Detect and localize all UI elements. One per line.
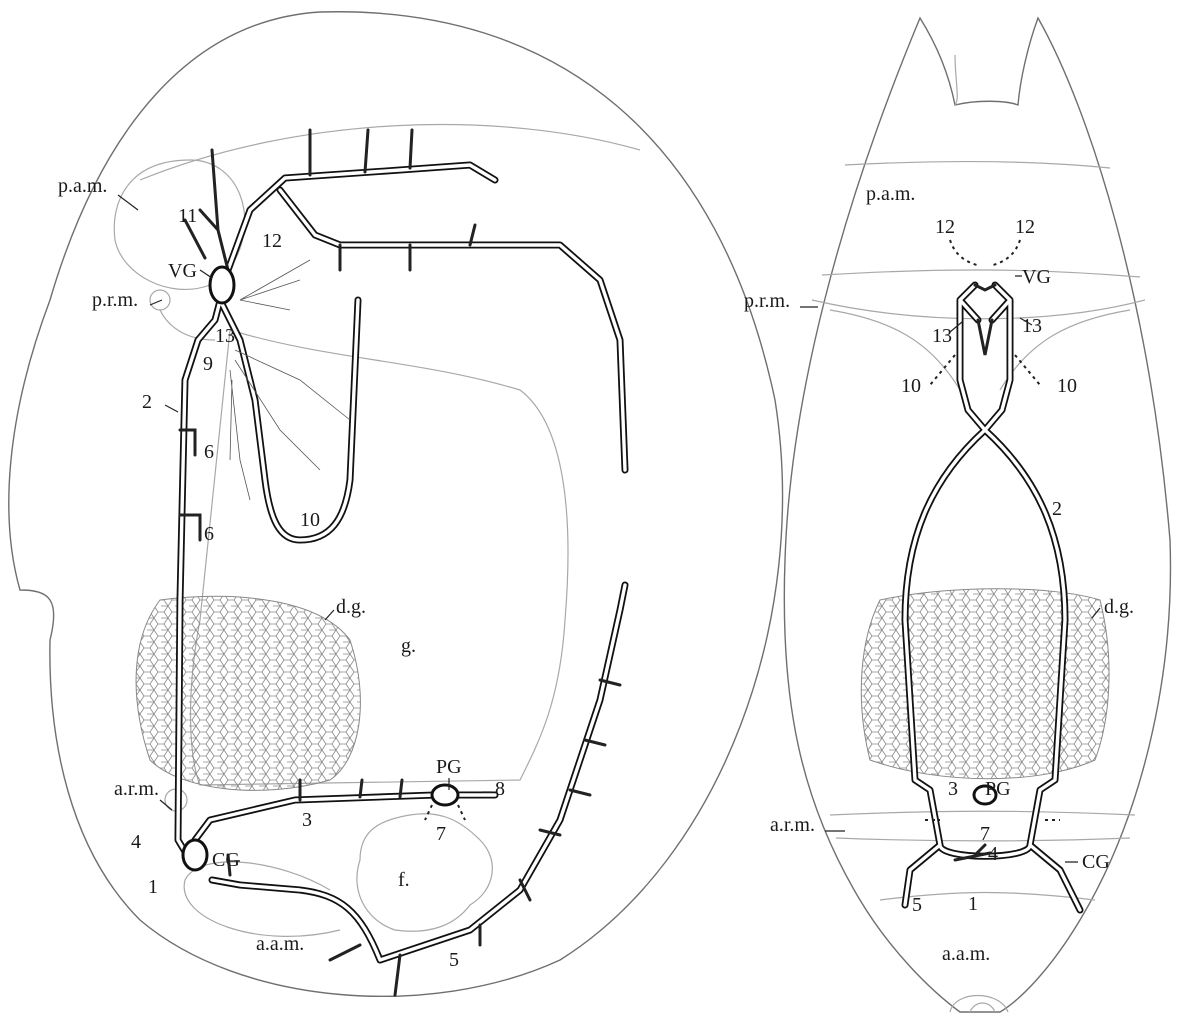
left-side-branches: [180, 130, 620, 995]
left-fat-body: [357, 814, 492, 932]
left-aam-muscle: [184, 862, 340, 936]
right-label-12a: 12: [935, 216, 955, 238]
left-label-11: 11: [178, 205, 197, 227]
right-label-13a: 13: [932, 325, 952, 347]
right-label-2: 2: [1052, 498, 1062, 520]
right-body-outline: [784, 18, 1170, 1012]
left-cerebral-ganglion: [183, 840, 207, 870]
left-label-5: 5: [449, 949, 459, 971]
left-body-outline: [9, 12, 783, 997]
left-label-prm: p.r.m.: [92, 289, 138, 311]
left-label-12: 12: [262, 230, 282, 252]
right-label-dg: d.g.: [1104, 596, 1134, 618]
right-tail: [950, 996, 1008, 1013]
right-segment-line-1: [955, 55, 957, 105]
left-label-13: 13: [215, 325, 235, 347]
right-label-pam: p.a.m.: [866, 183, 915, 205]
left-figure: p.a.m. 11 12 VG p.r.m. 13 9 2 6 6 10 d.g…: [9, 12, 783, 997]
right-segment-line-2: [845, 162, 1110, 168]
left-label-8: 8: [495, 778, 505, 800]
left-labels: p.a.m. 11 12 VG p.r.m. 13 9 2 6 6 10 d.g…: [58, 175, 505, 971]
right-label-10b: 10: [1057, 375, 1077, 397]
left-label-6a: 6: [204, 441, 214, 463]
left-dashes-7: [425, 805, 465, 820]
right-label-10a: 10: [901, 375, 921, 397]
right-label-1: 1: [968, 893, 978, 915]
right-label-vg: VG: [1022, 266, 1051, 288]
right-label-12b: 12: [1015, 216, 1035, 238]
left-nerve-trunk: [178, 165, 625, 960]
left-prm-muscle: [150, 290, 170, 310]
left-dorsal-gland: [136, 596, 360, 790]
right-dashed-12: [950, 240, 1020, 266]
left-fine-nerves: [230, 260, 350, 500]
right-label-cg: CG: [1082, 851, 1110, 873]
right-segment-line-5: [830, 811, 1135, 815]
right-segment-line-3: [822, 270, 1140, 277]
right-label-5: 5: [912, 894, 922, 916]
left-label-6b: 6: [204, 523, 214, 545]
left-label-7: 7: [436, 823, 446, 845]
left-label-cg: CG: [212, 849, 240, 871]
left-label-pg: PG: [436, 756, 462, 778]
right-dorsal-gland: [861, 589, 1109, 779]
left-label-2: 2: [142, 391, 152, 413]
right-label-3: 3: [948, 778, 958, 800]
left-ventral-ganglion: [210, 267, 234, 303]
left-label-3: 3: [302, 809, 312, 831]
left-label-vg: VG: [168, 260, 197, 282]
left-proctodeal-ganglion: [432, 785, 458, 805]
right-vg-structure: [975, 285, 995, 355]
left-label-4: 4: [131, 831, 141, 853]
left-label-g: g.: [401, 635, 416, 657]
left-label-f: f.: [398, 869, 410, 891]
right-label-arm: a.r.m.: [770, 814, 815, 836]
left-label-dg: d.g.: [336, 596, 366, 618]
left-label-9: 9: [203, 353, 213, 375]
left-label-1: 1: [148, 876, 158, 898]
right-label-13b: 13: [1022, 315, 1042, 337]
left-nerve-trunk-lumen: [178, 165, 625, 960]
right-label-pg: PG: [985, 778, 1011, 800]
left-label-arm: a.r.m.: [114, 778, 159, 800]
right-label-aam: a.a.m.: [942, 943, 990, 965]
left-label-10: 10: [300, 509, 320, 531]
left-label-aam: a.a.m.: [256, 933, 304, 955]
left-label-pam: p.a.m.: [58, 175, 107, 197]
right-label-4: 4: [988, 843, 998, 865]
right-figure: p.a.m. 12 12 VG p.r.m. 13 13 10 10 2 d.g…: [744, 18, 1170, 1012]
right-label-prm: p.r.m.: [744, 290, 790, 312]
right-label-7: 7: [980, 823, 990, 845]
